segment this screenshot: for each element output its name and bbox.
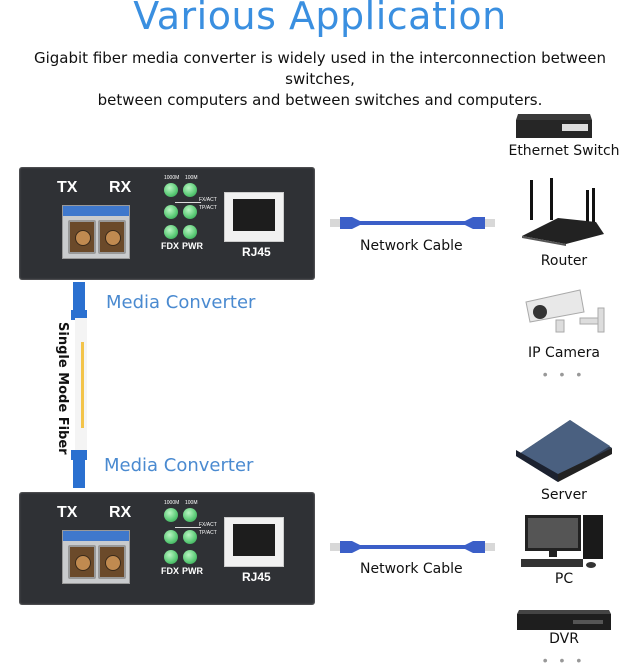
- rx-label: RX: [109, 179, 132, 196]
- ip-camera-icon: [525, 289, 605, 333]
- led-fx-act-icon: [164, 205, 178, 219]
- led-fdx-icon: [164, 550, 178, 564]
- led-label-1000m: 1000M: [164, 500, 180, 506]
- more-devices-icon-1: • • •: [542, 366, 586, 382]
- fx-act-label: FX/ACT: [199, 197, 217, 203]
- fiber-port-tx: [68, 545, 96, 579]
- pwr-label: PWR: [182, 566, 203, 576]
- led-1000m-icon: [164, 508, 178, 522]
- led-tp-act-icon: [183, 205, 197, 219]
- rx-label: RX: [109, 504, 132, 521]
- fdx-label: FDX: [161, 566, 179, 576]
- led-tp-act-icon: [183, 530, 197, 544]
- page-subtitle: Gigabit fiber media converter is widely …: [0, 48, 640, 111]
- device-label-server: Server: [541, 487, 587, 503]
- pc-icon: [521, 515, 603, 568]
- fdx-label: FDX: [161, 241, 179, 251]
- fiber-port-rx: [98, 545, 126, 579]
- router-icon: [522, 178, 604, 246]
- media-converter-top: TX RX 1000M 100M FX/ACT TP/ACT FDX PWR R…: [19, 167, 315, 280]
- network-cable-icon-top: [330, 217, 495, 229]
- led-fdx-icon: [164, 225, 178, 239]
- fiber-cable-icon: [71, 282, 87, 488]
- sfp-module-icon: [62, 205, 130, 259]
- device-label-pc: PC: [554, 571, 574, 587]
- led-1000m-icon: [164, 183, 178, 197]
- page-title: Various Application: [133, 0, 507, 38]
- media-converter-bottom: TX RX 1000M 100M FX/ACT TP/ACT FDX PWR R…: [19, 492, 315, 605]
- network-cable-label-bottom: Network Cable: [360, 561, 463, 577]
- pwr-label: PWR: [182, 241, 203, 251]
- ethernet-switch-icon: [516, 114, 592, 138]
- led-label-100m: 100M: [185, 500, 198, 506]
- led-fx-act-icon: [164, 530, 178, 544]
- tp-act-label: TP/ACT: [199, 530, 217, 536]
- led-label-100m: 100M: [185, 175, 198, 181]
- fiber-label: Single Mode Fiber: [55, 322, 70, 455]
- device-label-router: Router: [540, 253, 588, 269]
- led-100m-icon: [183, 508, 197, 522]
- subtitle-line-2: between computers and between switches a…: [97, 91, 543, 109]
- media-converter-label-top: Media Converter: [106, 292, 256, 313]
- tx-label: TX: [57, 179, 78, 196]
- fiber-port-tx: [68, 220, 96, 254]
- led-pwr-icon: [183, 225, 197, 239]
- dvr-icon: [517, 610, 611, 630]
- subtitle-line-1: Gigabit fiber media converter is widely …: [33, 49, 607, 88]
- tp-act-label: TP/ACT: [199, 205, 217, 211]
- fiber-port-rx: [98, 220, 126, 254]
- rj45-port-icon: [224, 517, 284, 567]
- device-label-ethernet-switch: Ethernet Switch: [508, 143, 620, 159]
- server-icon: [516, 420, 612, 482]
- led-pwr-icon: [183, 550, 197, 564]
- tx-label: TX: [57, 504, 78, 521]
- more-devices-icon-2: • • •: [542, 652, 586, 668]
- rj45-port-icon: [224, 192, 284, 242]
- rj45-label: RJ45: [242, 245, 271, 259]
- media-converter-label-bottom: Media Converter: [104, 455, 254, 476]
- rj45-label: RJ45: [242, 570, 271, 584]
- led-label-1000m: 1000M: [164, 175, 180, 181]
- device-label-ip-camera: IP Camera: [528, 345, 600, 361]
- sfp-module-icon: [62, 530, 130, 584]
- led-100m-icon: [183, 183, 197, 197]
- network-cable-label-top: Network Cable: [360, 238, 463, 254]
- fx-act-label: FX/ACT: [199, 522, 217, 528]
- device-label-dvr: DVR: [549, 631, 579, 647]
- network-cable-icon-bottom: [330, 541, 495, 553]
